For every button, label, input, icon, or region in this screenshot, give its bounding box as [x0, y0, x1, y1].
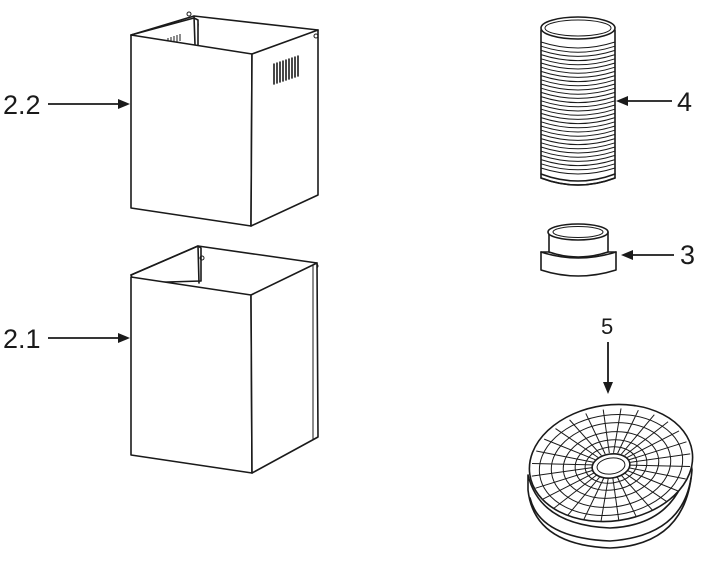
filter-spoke	[629, 464, 690, 467]
filter-spoke	[583, 476, 605, 521]
filter-spoke	[555, 428, 599, 458]
duct-ring	[540, 87, 616, 95]
duct-ring	[540, 159, 616, 167]
filter-spoke	[612, 476, 620, 521]
duct-adapter	[540, 223, 617, 277]
duct-ring	[540, 70, 616, 78]
duct-ring	[540, 167, 616, 175]
duct-ring	[540, 125, 616, 133]
callout-arrow-2-1	[48, 333, 130, 343]
filter-spoke	[626, 430, 680, 458]
duct-ring	[540, 83, 616, 91]
filter-spoke	[542, 472, 596, 500]
duct-ring	[540, 108, 616, 116]
duct-ring	[540, 66, 616, 74]
filter-spoke	[613, 408, 622, 453]
filter-spoke	[624, 421, 669, 456]
duct-ring	[540, 79, 616, 87]
filter-spoke	[628, 441, 687, 461]
filter-spoke	[553, 474, 598, 509]
filter-spoke	[585, 413, 606, 455]
callout-arrow-5	[603, 342, 613, 394]
duct-ring	[540, 150, 616, 158]
duct-ring	[540, 45, 616, 53]
duct-ring	[540, 58, 616, 66]
filter-spoke	[628, 467, 686, 480]
label-2-1: 2.1	[3, 324, 41, 354]
duct-ring	[540, 54, 616, 62]
duct-ring	[540, 75, 616, 83]
duct-ring	[540, 49, 616, 57]
filter-spoke	[629, 453, 691, 463]
filter-spoke	[567, 475, 601, 516]
duct-ring	[540, 91, 616, 99]
duct-ring	[540, 104, 616, 112]
duct-ring	[540, 41, 616, 49]
filter-spoke	[600, 477, 609, 522]
filter-spoke	[532, 463, 593, 466]
filter-spoke	[531, 467, 593, 477]
duct-ring	[540, 146, 616, 154]
callout-arrow-2-2	[48, 99, 130, 109]
callout-arrow-4	[616, 96, 672, 106]
filter-spoke	[626, 469, 678, 492]
duct-ring	[540, 129, 616, 137]
duct-ring	[540, 138, 616, 146]
duct-ring	[540, 100, 616, 108]
label-2-2: 2.2	[3, 90, 41, 120]
duct-ring	[540, 62, 616, 70]
callout-arrow-3	[621, 250, 674, 260]
duct-ring	[540, 121, 616, 129]
carbon-filter	[527, 403, 694, 549]
filter-spoke	[569, 419, 602, 456]
filter-spoke	[616, 475, 637, 517]
lower-chimney-cover	[130, 245, 319, 474]
upper-chimney-cover	[130, 11, 319, 227]
label-3: 3	[680, 240, 695, 270]
filter-spoke	[620, 474, 653, 511]
filter-spoke	[602, 409, 610, 454]
filter-grid	[531, 408, 691, 522]
filter-spoke	[621, 414, 655, 455]
duct-ring	[540, 96, 616, 104]
filter-spoke	[536, 450, 594, 463]
duct-ring	[540, 133, 616, 141]
filter-spoke	[535, 469, 594, 489]
duct-ring	[540, 117, 616, 125]
side-vent-slots	[273, 55, 299, 85]
duct-corrugations	[540, 41, 616, 175]
duct-ring	[540, 142, 616, 150]
filter-spoke	[623, 472, 667, 502]
flexible-duct	[540, 16, 616, 186]
duct-ring	[540, 154, 616, 162]
duct-ring	[540, 163, 616, 171]
filter-spoke	[544, 438, 596, 461]
label-4: 4	[677, 87, 692, 117]
filter-spoke	[617, 409, 639, 454]
label-5: 5	[601, 314, 613, 339]
duct-ring	[540, 112, 616, 120]
